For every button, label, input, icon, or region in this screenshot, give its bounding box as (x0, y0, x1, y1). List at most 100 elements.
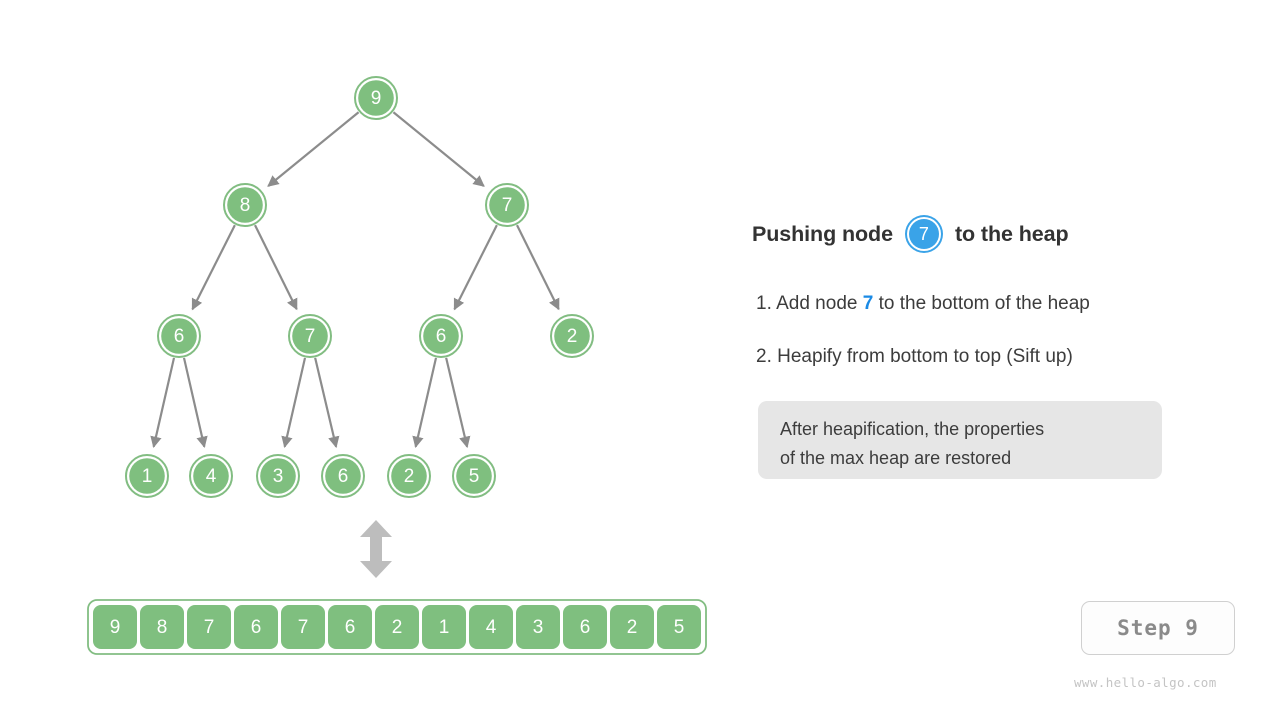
array-cell-fill (93, 605, 137, 649)
node-value: 6 (436, 326, 447, 347)
node-value: 9 (371, 88, 382, 109)
array-cell: 6 (328, 605, 372, 649)
instruction-step-1: 1. Add node 7 to the bottom of the heap (756, 293, 1090, 315)
tree-edges (150, 111, 560, 449)
tree-edge (453, 224, 498, 311)
array-cell-value: 4 (486, 617, 497, 638)
step-counter-badge: Step 9 (1081, 601, 1235, 655)
node-value: 2 (404, 466, 415, 487)
node-outer-ring (485, 183, 529, 227)
node-value: 3 (273, 466, 284, 487)
node-value: 2 (567, 326, 578, 347)
array-cell-value: 5 (674, 617, 685, 638)
panel-title: Pushing node 7 to the heap (752, 214, 1069, 254)
tree-edge (254, 224, 298, 311)
array-cell-value: 9 (110, 617, 121, 638)
array-cell-value: 1 (439, 617, 450, 638)
tree-edge (191, 224, 236, 311)
node-outer-ring (223, 183, 267, 227)
step-1-highlight: 7 (862, 293, 874, 314)
tree-node: 9 (354, 76, 398, 120)
node-outer-ring (157, 314, 201, 358)
step-1-after: to the bottom of the heap (878, 293, 1090, 314)
node-fill (292, 318, 328, 354)
pushed-node-badge: 7 (904, 215, 943, 253)
array-cell-fill (469, 605, 513, 649)
node-value: 6 (174, 326, 185, 347)
tree-edge (267, 111, 360, 187)
tree-edge (412, 357, 438, 449)
tree-edge (445, 357, 471, 449)
tree-edge (392, 111, 485, 187)
note-line-2: of the max heap are restored (780, 448, 1012, 468)
array-cell-fill (610, 605, 654, 649)
site-watermark: www.hello-algo.com (1074, 675, 1217, 690)
array-cell-value: 6 (345, 617, 356, 638)
array-cell-fill (563, 605, 607, 649)
step-1-number: 1. (756, 293, 772, 314)
node-outer-ring (550, 314, 594, 358)
tree-node: 2 (387, 454, 431, 498)
tree-node: 4 (189, 454, 233, 498)
tree-node: 5 (452, 454, 496, 498)
node-fill (193, 458, 229, 494)
array-cell-fill (422, 605, 466, 649)
array-cell-value: 7 (204, 617, 215, 638)
step-1-before: Add node (776, 293, 858, 314)
array-cell-fill (375, 605, 419, 649)
node-fill (260, 458, 296, 494)
node-outer-ring (354, 76, 398, 120)
array-cell: 3 (516, 605, 560, 649)
tree-nodes: 9 8 7 6 7 6 2 1 4 3 6 2 5 (125, 76, 594, 498)
node-outer-ring (189, 454, 233, 498)
node-fill (161, 318, 197, 354)
double-headed-vertical-arrow-shape (360, 520, 392, 578)
array-cell: 6 (563, 605, 607, 649)
node-fill (456, 458, 492, 494)
array-cell: 6 (234, 605, 278, 649)
tree-edge (516, 224, 560, 311)
node-value: 1 (142, 466, 153, 487)
array-cell: 1 (422, 605, 466, 649)
array-cell: 9 (93, 605, 137, 649)
tree-node: 6 (157, 314, 201, 358)
node-fill (391, 458, 427, 494)
node-fill (227, 187, 263, 223)
tree-edge (314, 357, 340, 449)
array-frame (87, 599, 707, 655)
array-cell: 4 (469, 605, 513, 649)
badge-value: 7 (908, 219, 939, 249)
node-fill (358, 80, 394, 116)
node-fill (423, 318, 459, 354)
node-value: 6 (338, 466, 349, 487)
array-cell-fill (140, 605, 184, 649)
tree-node: 2 (550, 314, 594, 358)
explanation-panel: Pushing node 7 to the heap 1. Add node 7… (752, 0, 1280, 720)
node-value: 4 (206, 466, 217, 487)
array-cell-value: 3 (533, 617, 544, 638)
panel-title-suffix: to the heap (954, 221, 1069, 246)
tree-edge (182, 357, 208, 449)
tree-node: 3 (256, 454, 300, 498)
array-cell-value: 8 (157, 617, 168, 638)
tree-edge (281, 357, 307, 449)
tree-node: 8 (223, 183, 267, 227)
tree-node: 7 (485, 183, 529, 227)
array-cell: 2 (610, 605, 654, 649)
node-outer-ring (452, 454, 496, 498)
node-fill (325, 458, 361, 494)
array-cell-fill (281, 605, 325, 649)
tree-node: 7 (288, 314, 332, 358)
step-2-before: Heapify from bottom to top (Sift up) (777, 346, 1073, 367)
node-outer-ring (321, 454, 365, 498)
tree-node: 1 (125, 454, 169, 498)
array-cell: 5 (657, 605, 701, 649)
array-cell: 2 (375, 605, 419, 649)
node-value: 8 (240, 195, 251, 216)
array-cell: 8 (140, 605, 184, 649)
array-cell: 7 (187, 605, 231, 649)
step-counter-label: Step 9 (1117, 616, 1199, 640)
